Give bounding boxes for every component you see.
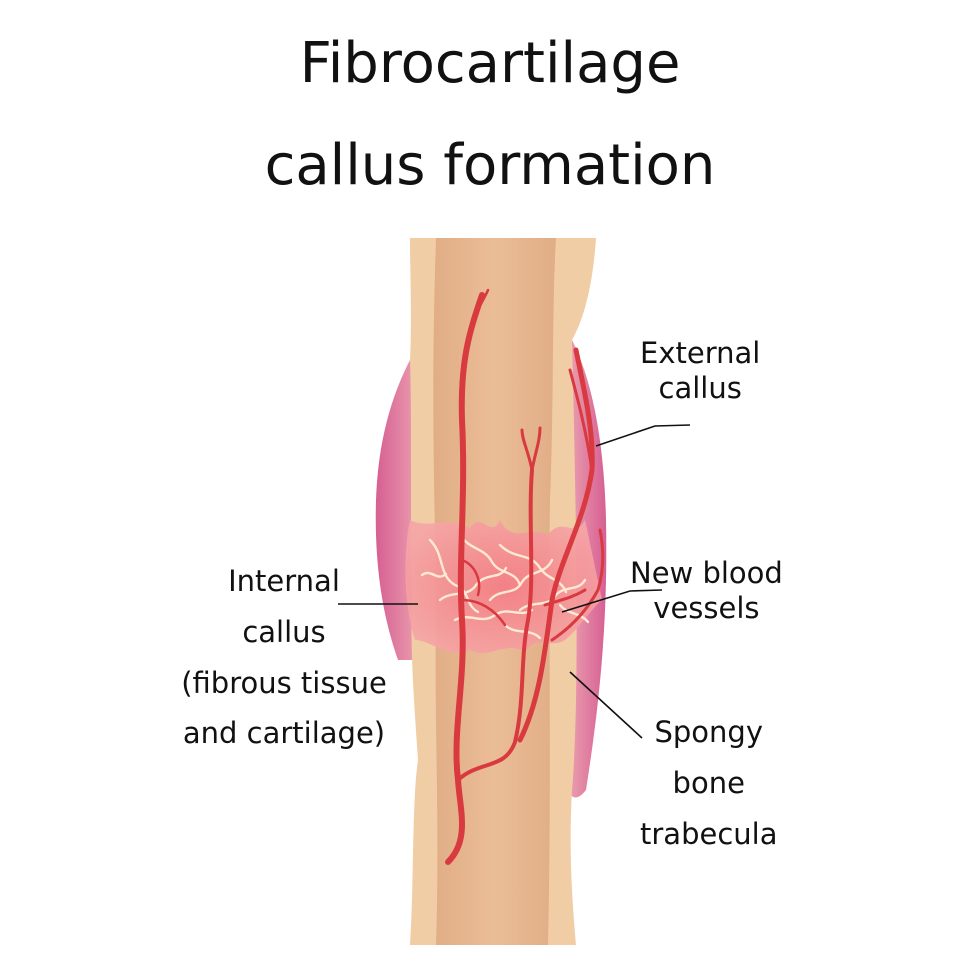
- label-internal-callus-line-2: callus: [242, 614, 326, 649]
- label-internal-callus-line-4: and cartilage): [182, 716, 386, 751]
- label-external-callus-line-1: External: [640, 336, 761, 370]
- label-internal-callus-line-3: (fibrous tissue: [181, 665, 387, 700]
- label-external-callus: External callus: [640, 336, 760, 406]
- label-new-blood-vessels: New blood vessels: [630, 556, 783, 626]
- diagram-title-line-1: Fibrocartilage: [299, 31, 681, 96]
- label-new-blood-vessels-line-2: vessels: [653, 590, 760, 625]
- label-spongy-bone-line-3: trabecula: [640, 816, 778, 851]
- label-internal-callus: Internal callus (fibrous tissue and cart…: [174, 556, 394, 759]
- label-new-blood-vessels-line-1: New blood: [630, 556, 783, 590]
- diagram-title-line-2: callus formation: [264, 133, 716, 198]
- label-spongy-bone-line-2: bone: [672, 765, 745, 800]
- label-spongy-bone-line-1: Spongy: [654, 715, 763, 749]
- new-blood-vessels: [445, 288, 605, 865]
- label-spongy-bone-trabecula: Spongy bone trabecula: [640, 707, 777, 859]
- leader-line-external-callus: [595, 424, 691, 447]
- leader-line-spongy-bone: [569, 671, 643, 739]
- label-internal-callus-line-1: Internal: [228, 564, 340, 598]
- spongy-bone-trabeculae: [420, 533, 590, 640]
- leader-lines: [338, 424, 691, 739]
- label-external-callus-line-2: callus: [658, 370, 742, 405]
- leader-line-new-blood-vessels: [561, 589, 663, 613]
